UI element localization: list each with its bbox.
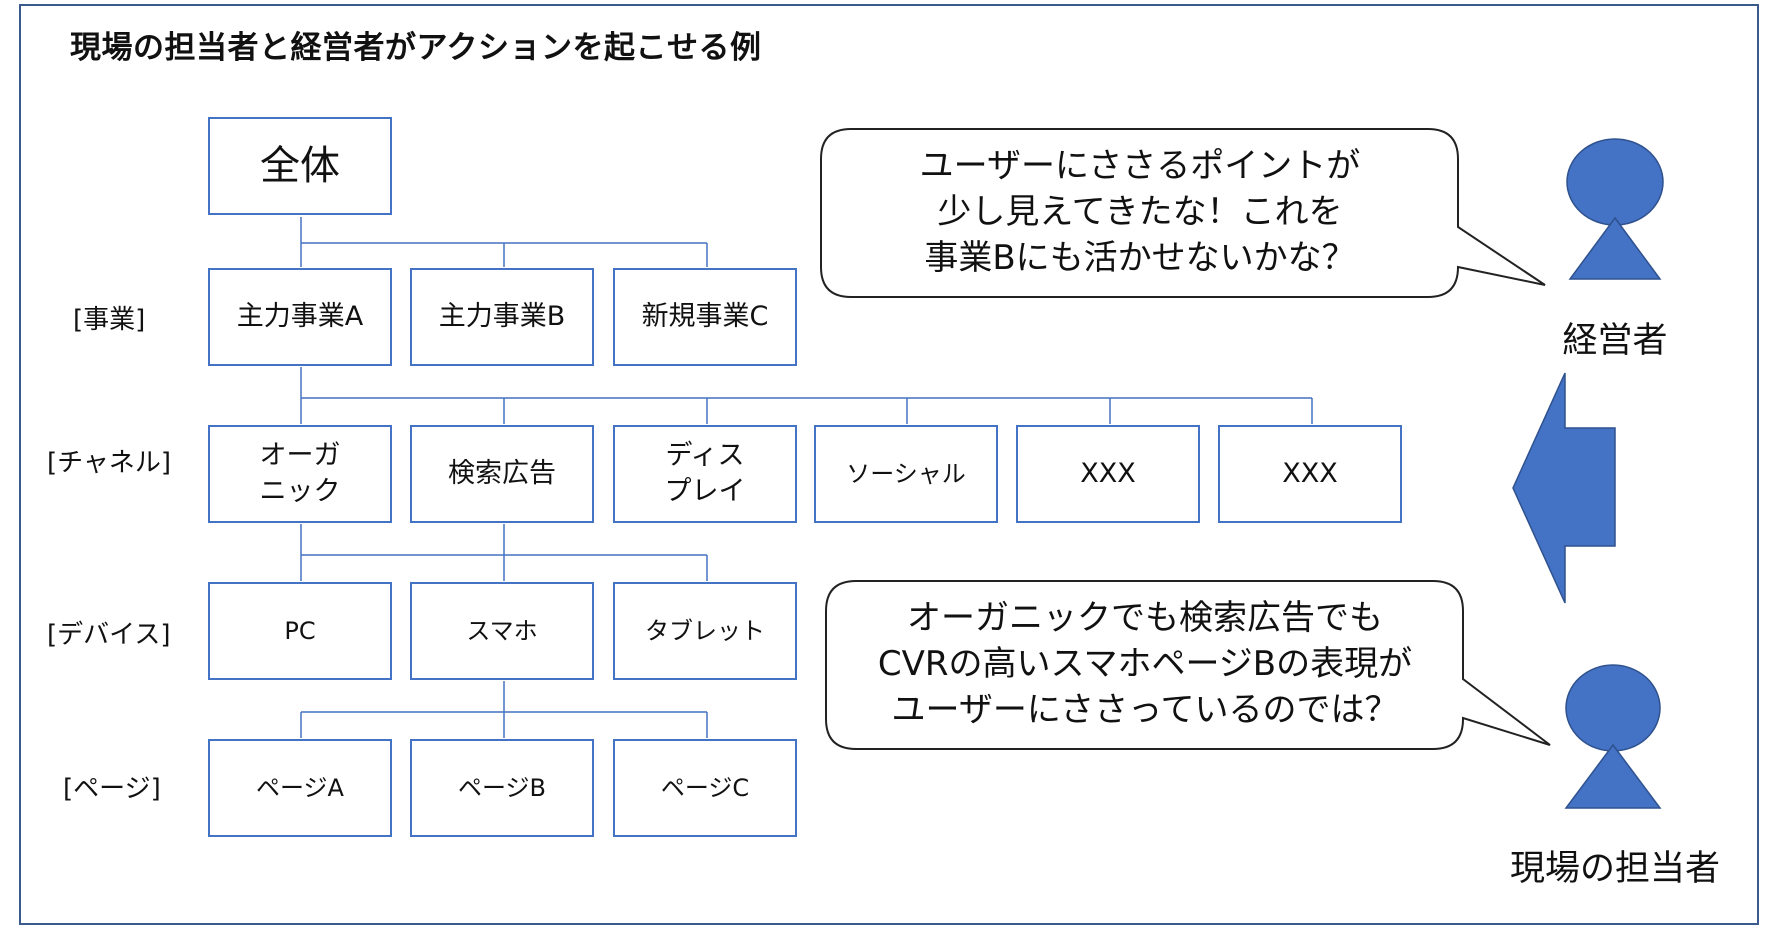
manager-label: 経営者 [1562,321,1668,361]
tree-node-channel: XXX [1218,425,1402,523]
tree-node-page: ページC [613,739,797,837]
tree-node-channel: ディス プレイ [613,425,797,523]
tree-node-channel: オーガ ニック [208,425,392,523]
tree-node-channel: ソーシャル [814,425,998,523]
row-label-channel: [チャネル] [47,448,172,478]
staff-person-icon [1564,664,1662,809]
tree-node-page: ページB [410,739,594,837]
staff-speech-bubble [825,580,1551,750]
tree-node-channel: 検索広告 [410,425,594,523]
row-label-business: [事業] [73,305,146,335]
tree-connectors [300,217,1313,738]
tree-node-page: ページA [208,739,392,837]
arrow-up-icon [1512,372,1616,604]
manager-speech-bubble [820,128,1546,298]
slide-title: 現場の担当者と経営者がアクションを起こせる例 [70,30,762,66]
tree-node-channel: XXX [1016,425,1200,523]
row-label-page: [ページ] [63,774,161,804]
tree-node-business: 新規事業C [613,268,797,366]
tree-node-device: スマホ [410,582,594,680]
manager-speech-text: ユーザーにささるポイントが 少し見えてきたな！これを 事業Bにも活かせないかな？ [919,146,1361,278]
staff-label: 現場の担当者 [1509,849,1720,889]
manager-person-icon [1566,138,1664,280]
tree-node-root: 全体 [208,117,392,215]
tree-node-device: タブレット [613,582,797,680]
tree-node-business: 主力事業B [410,268,594,366]
staff-speech-text: オーガニックでも検索広告でも CVRの高いスマホページBの表現が ユーザーにささ… [877,598,1413,730]
tree-node-business: 主力事業A [208,268,392,366]
row-label-device: [デバイス] [47,620,171,650]
tree-node-device: PC [208,582,392,680]
